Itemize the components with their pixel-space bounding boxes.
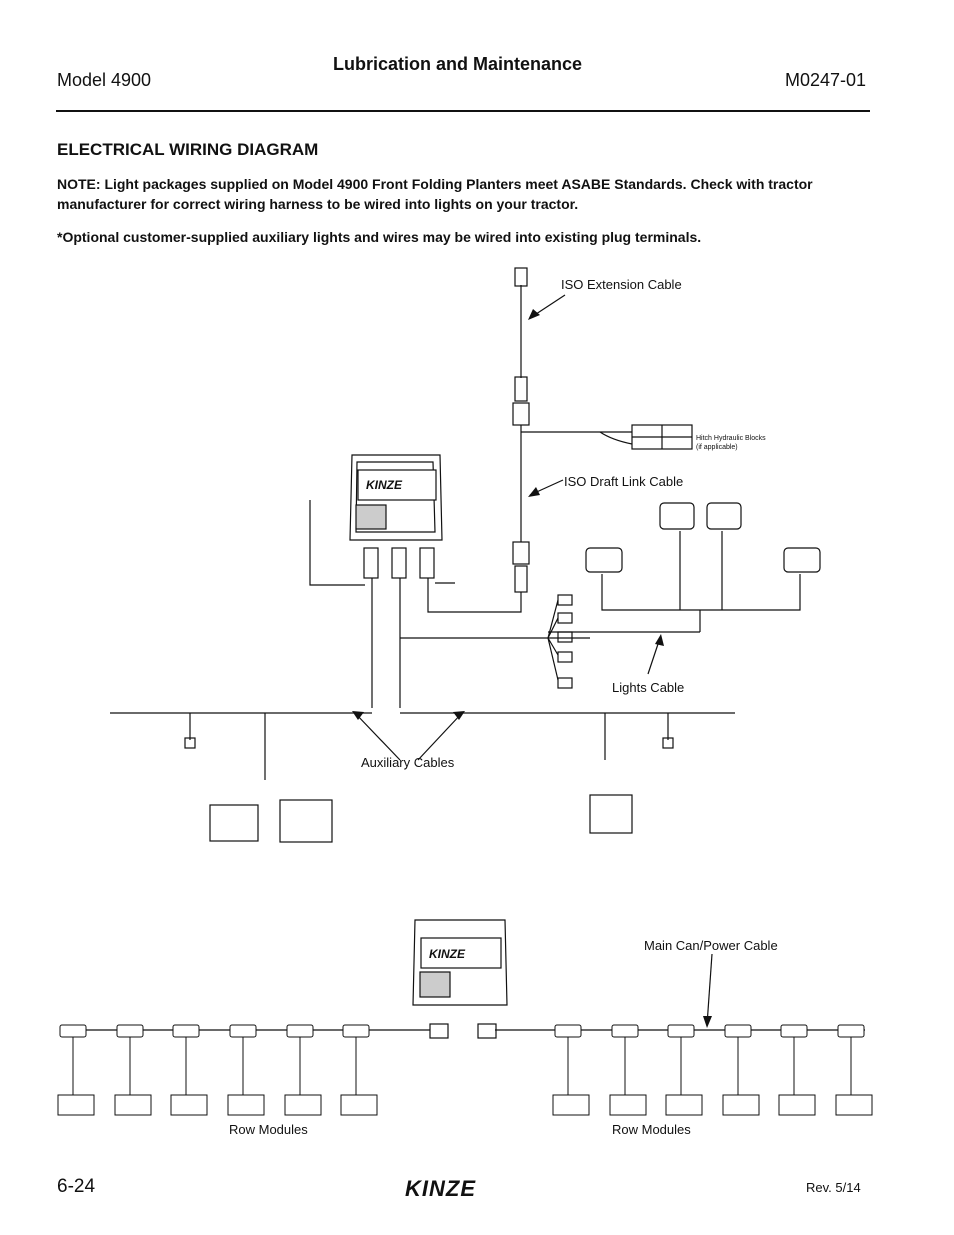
row-modules-left-label: Row Modules [229,1122,308,1137]
iso-extension-cable-label: ISO Extension Cable [561,277,682,292]
header-doc-number: M0247-01 [785,70,867,90]
auxiliary-cables-label: Auxiliary Cables [361,755,455,770]
hitch-hydraulic-blocks-label: Hitch Hydraulic Blocks (if applicable) [696,434,766,452]
module-brand-bottom: KINZE [429,947,466,961]
revision: Rev. 5/14 [806,1180,861,1195]
hitch-hydraulic-blocks-line1: Hitch Hydraulic Blocks [696,435,766,442]
main-can-power-cable-label: Main Can/Power Cable [644,938,778,953]
hitch-hydraulic-blocks-line2: (if applicable) [696,444,738,451]
page-number: 6-24 [57,1176,96,1197]
row-modules-right-label: Row Modules [612,1122,691,1137]
header-model: Model 4900 [57,70,152,90]
iso-draft-link-cable-label: ISO Draft Link Cable [564,474,684,489]
lights-cable-label: Lights Cable [612,680,685,695]
kinze-logo: KINZE [405,1176,476,1201]
note-paragraph: NOTE: Light packages supplied on Model 4… [57,176,813,212]
header-rule [56,110,870,112]
module-brand-top: KINZE [366,478,403,492]
optional-note: *Optional customer-supplied auxiliary li… [57,229,702,245]
section-title: ELECTRICAL WIRING DIAGRAM [57,140,319,159]
header-section-title: Lubrication and Maintenance [333,54,583,74]
